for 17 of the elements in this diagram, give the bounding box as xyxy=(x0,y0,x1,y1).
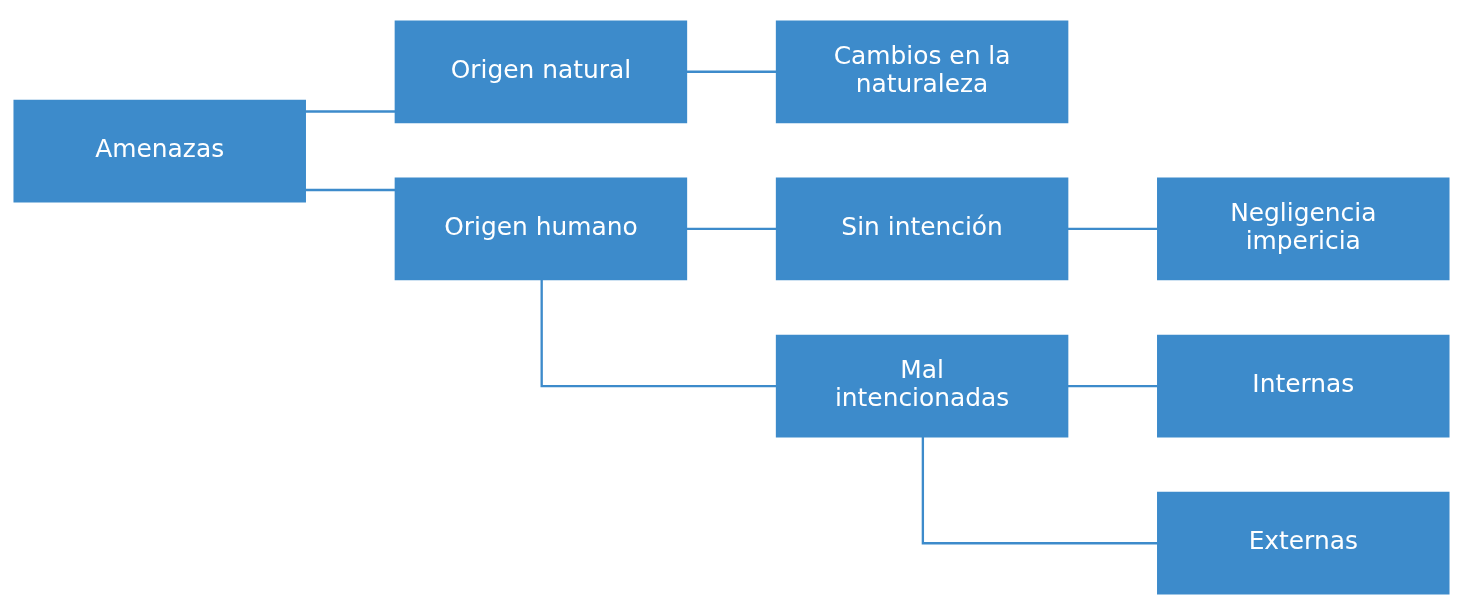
connector xyxy=(686,70,777,73)
node-box: Sin intención xyxy=(775,177,1069,281)
connector xyxy=(305,110,396,113)
connector xyxy=(540,279,777,388)
node-box: Origen natural xyxy=(394,20,688,124)
connector xyxy=(921,436,1158,545)
connector xyxy=(1067,227,1158,231)
connector xyxy=(1067,384,1158,388)
node-box: Internas xyxy=(1157,334,1450,438)
node-box: Externas xyxy=(1157,491,1450,595)
node-box: Amenazas xyxy=(13,99,306,203)
node-box: Mal intencionadas xyxy=(775,334,1069,438)
node-box: Negligencia impericia xyxy=(1157,177,1450,281)
connector xyxy=(686,227,777,231)
node-box: Origen humano xyxy=(394,177,688,281)
connector xyxy=(305,188,396,192)
node-box: Cambios en la naturaleza xyxy=(775,20,1069,124)
